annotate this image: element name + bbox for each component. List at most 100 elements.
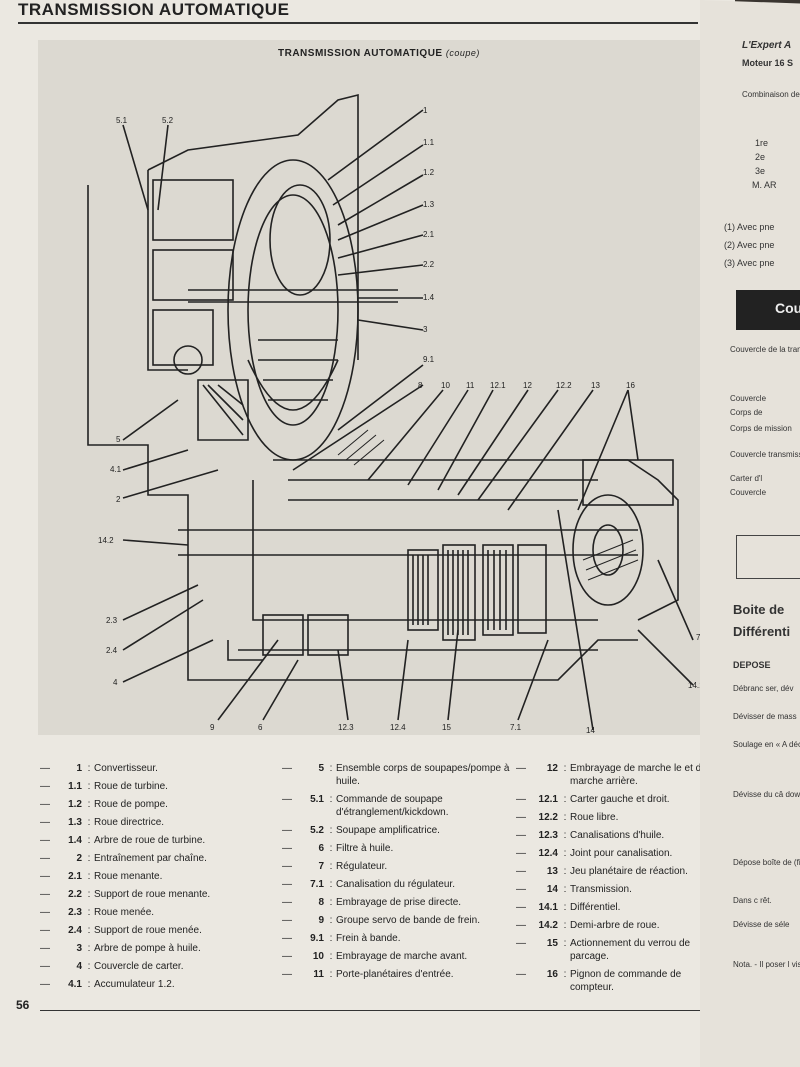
legend-item: —5.2:Soupape amplificatrice. <box>282 825 440 836</box>
callout-label: 14 <box>586 726 595 735</box>
diagram-title: TRANSMISSION AUTOMATIQUE (coupe) <box>278 48 480 59</box>
callout-label: 13 <box>591 381 600 390</box>
legend-column-1: —1:Convertisseur. —1.1:Roue de turbine. … <box>40 762 275 996</box>
page-number: 56 <box>16 998 30 1012</box>
facing-page-text: DEPOSE <box>733 660 771 670</box>
callout-label: 11 <box>466 381 475 390</box>
legend-item: —1.1:Roue de turbine. <box>40 781 168 792</box>
callout-label: 2.3 <box>106 616 118 625</box>
callout-label: 5.1 <box>116 116 128 125</box>
callout-label: 1.2 <box>423 168 435 177</box>
legend-item: —14.1:Différentiel. <box>516 902 621 913</box>
legend-item: —5.1:Commande de soupape d'étranglement/… <box>282 794 449 818</box>
facing-page-text: 1re <box>755 138 769 148</box>
callout-label: 2.2 <box>423 260 435 269</box>
facing-page-text: (2) Avec pne <box>724 240 775 250</box>
callout-label: 7.1 <box>510 723 522 732</box>
facing-page-text: 2e <box>755 152 766 162</box>
facing-page-text: (1) Avec pne <box>724 222 775 232</box>
callout-label: 9.1 <box>423 355 435 364</box>
diagram-box: TRANSMISSION AUTOMATIQUE (coupe) <box>38 40 710 735</box>
diagram-title-text: TRANSMISSION AUTOMATIQUE <box>278 48 443 59</box>
transmission-cutaway-drawing: 5.1 5.2 1 1.1 1.2 1.3 2.1 2.2 1.4 3 9.1 … <box>87 93 704 735</box>
legend-item: —7.1:Canalisation du régulateur. <box>282 879 455 890</box>
legend-item: —2.2:Support de roue menante. <box>40 889 211 900</box>
legend-item: —7:Régulateur. <box>282 861 388 872</box>
legend-item: —12:Embrayage de marche le et de marche … <box>516 763 707 787</box>
diagram-title-note: (coupe) <box>445 48 480 58</box>
facing-page-text: Dépose boîte de (fig. TF <box>733 858 800 867</box>
callout-label: 5.2 <box>162 116 174 125</box>
legend-item: —16:Pignon de commande de compteur. <box>516 969 682 993</box>
callout-label: 6 <box>258 723 263 732</box>
legend-item: —2.4:Support de roue menée. <box>40 925 202 936</box>
legend-item: —5:Ensemble corps de soupapes/pompe à hu… <box>282 763 510 787</box>
callout-label: 1.3 <box>423 200 435 209</box>
legend-item: —4.1:Accumulateur 1.2. <box>40 979 175 990</box>
facing-page-text: M. AR <box>752 180 777 190</box>
callout-label: 8 <box>418 381 423 390</box>
callout-label: 4 <box>113 678 118 687</box>
facing-page-title: Cou <box>775 300 800 316</box>
callout-label: 2 <box>116 495 121 504</box>
legend-item: —3:Arbre de pompe à huile. <box>40 943 201 954</box>
legend-item: —9.1:Frein à bande. <box>282 933 401 944</box>
callout-label: 2.1 <box>423 230 435 239</box>
legend-item: —12.3:Canalisations d'huile. <box>516 830 665 841</box>
facing-page-text: Dévisse de séle <box>733 920 790 929</box>
legend-item: —12.1:Carter gauche et droit. <box>516 794 670 805</box>
facing-page-text: Moteur 16 S <box>742 58 794 68</box>
callout-label: 16 <box>626 381 635 390</box>
legend-item: —1:Convertisseur. <box>40 763 158 774</box>
legend-item: —13:Jeu planétaire de réaction. <box>516 866 688 877</box>
facing-page-text: Corps de <box>730 408 763 417</box>
legend-item: —2:Entraînement par chaîne. <box>40 853 207 864</box>
facing-page-text: Corps de mission <box>730 424 792 433</box>
facing-page-text: Combinaison de vitesses <box>742 90 800 99</box>
callout-label: 7 <box>696 633 701 642</box>
legend-item: —11:Porte-planétaires d'entrée. <box>282 969 454 980</box>
facing-page-text: Soulage en « A décroch AUT. 1) <box>733 740 800 749</box>
bottom-rule <box>40 1010 720 1011</box>
facing-page-text: Différenti <box>733 624 791 639</box>
legend-column-2: —5:Ensemble corps de soupapes/pompe à hu… <box>282 762 512 986</box>
facing-page-text: Débranc ser, dév <box>733 684 794 693</box>
callout-label: 3 <box>423 325 428 334</box>
callout-label: 4.1 <box>110 465 122 474</box>
facing-page-text: Couvercle <box>730 488 767 497</box>
callout-label: 14.1 <box>688 681 704 690</box>
facing-page <box>700 0 800 1067</box>
legend-item: —9:Groupe servo de bande de frein. <box>282 915 480 926</box>
callout-label: 9 <box>210 723 215 732</box>
callout-label: 12 <box>523 381 532 390</box>
facing-page-text: (3) Avec pne <box>724 258 775 268</box>
manual-page: TRANSMISSION AUTOMATIQUE TRANSMISSION AU… <box>0 0 735 1067</box>
legend-item: —10:Embrayage de marche avant. <box>282 951 468 962</box>
callout-label: 1.4 <box>423 293 435 302</box>
callout-label: 14.2 <box>98 536 114 545</box>
facing-page-text: Couvercle transmiss <box>730 450 800 459</box>
facing-page-text: Carter d'l <box>730 474 763 483</box>
header-rule <box>18 22 698 24</box>
callout-label: 10 <box>441 381 450 390</box>
facing-page-text: L'Expert A <box>742 40 792 51</box>
legend-column-3: —12:Embrayage de marche le et de marche … <box>516 762 716 999</box>
facing-page-text: Dévisser de mass <box>733 712 797 721</box>
facing-page-title-band <box>736 290 800 330</box>
legend-item: —2.3:Roue menée. <box>40 907 155 918</box>
legend-item: —12.4:Joint pour canalisation. <box>516 848 673 859</box>
callout-label: 15 <box>442 723 451 732</box>
legend-item: —1.4:Arbre de roue de turbine. <box>40 835 206 846</box>
legend-item: —6:Filtre à huile. <box>282 843 394 854</box>
callout-label: 12.1 <box>490 381 506 390</box>
callout-label: 1.1 <box>423 138 435 147</box>
legend-item: —4:Couvercle de carter. <box>40 961 184 972</box>
callout-label: 12.2 <box>556 381 572 390</box>
legend-item: —1.2:Roue de pompe. <box>40 799 168 810</box>
legend-item: —14.2:Demi-arbre de roue. <box>516 920 660 931</box>
legend-item: —15:Actionnement du verrou de parcage. <box>516 938 691 962</box>
callout-labels: 5.1 5.2 1 1.1 1.2 1.3 2.1 2.2 1.4 3 9.1 … <box>98 106 704 735</box>
legend-item: —8:Embrayage de prise directe. <box>282 897 462 908</box>
legend-item: —14:Transmission. <box>516 884 632 895</box>
